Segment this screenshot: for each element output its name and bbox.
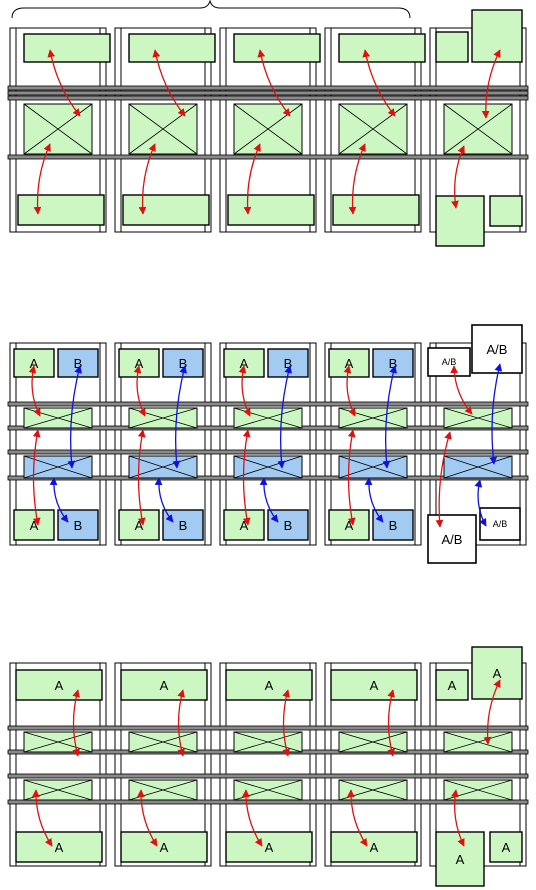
rail — [8, 450, 528, 454]
box-label: B — [284, 518, 293, 533]
box-label: B — [284, 356, 293, 371]
bottom-storage-box — [490, 196, 522, 226]
bottom-storage-box — [333, 195, 419, 225]
box-label: A — [370, 678, 379, 693]
box-label: A — [55, 840, 64, 855]
top-storage-box — [339, 34, 425, 62]
bottom-storage-box — [228, 195, 314, 225]
bottom-storage-box — [18, 195, 104, 225]
rail — [8, 96, 528, 100]
box-label: A — [265, 678, 274, 693]
box-label: A/B — [493, 519, 508, 529]
box-label: B — [179, 518, 188, 533]
box-label: A — [55, 678, 64, 693]
bottom-storage-box — [123, 195, 209, 225]
box-label: A — [265, 840, 274, 855]
box-label: A — [135, 356, 144, 371]
box-label: A — [370, 840, 379, 855]
box-label: A — [493, 666, 502, 681]
rail — [8, 774, 528, 778]
rail — [8, 86, 528, 90]
box-label: A — [345, 356, 354, 371]
box-label: A — [160, 840, 169, 855]
rail — [8, 91, 528, 95]
box-label: A — [30, 356, 39, 371]
box-label: A — [160, 678, 169, 693]
box-label: A — [240, 356, 249, 371]
box-label: B — [389, 518, 398, 533]
box-label: B — [389, 356, 398, 371]
box-label: B — [74, 356, 83, 371]
top-storage-box — [234, 34, 320, 62]
rail — [8, 155, 528, 159]
top-storage-box — [436, 32, 468, 62]
rail — [8, 402, 528, 406]
box-label: A — [448, 678, 457, 693]
rail — [8, 800, 528, 804]
box-label: B — [74, 518, 83, 533]
top-storage-box — [472, 10, 522, 62]
box-label: A/B — [442, 532, 463, 547]
top-storage-box — [24, 34, 110, 62]
box-label: B — [179, 356, 188, 371]
box-label: A — [456, 852, 465, 867]
group-brace — [12, 1, 410, 18]
box-label: A/B — [487, 342, 508, 357]
rail — [8, 726, 528, 730]
box-label: A/B — [442, 357, 457, 367]
bottom-storage-box — [436, 196, 484, 246]
box-label: A — [502, 840, 511, 855]
top-storage-box — [129, 34, 215, 62]
